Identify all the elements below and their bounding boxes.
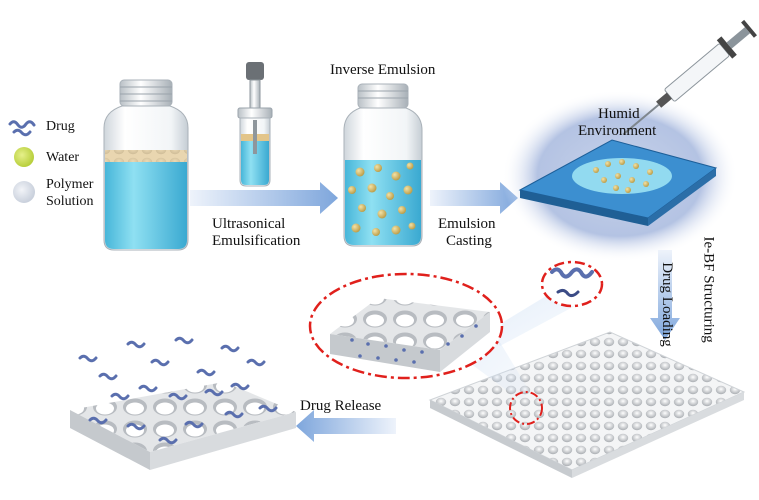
humid-label-line2: Environment <box>578 123 657 139</box>
step-drug-release: Drug Release <box>300 398 382 414</box>
step-casting-line2: Casting <box>446 233 492 249</box>
arrow-drug-release <box>296 410 396 442</box>
legend-drug-icon <box>8 120 36 137</box>
arrow-structuring-loading <box>650 250 680 340</box>
legend-polymer-icon <box>13 181 35 203</box>
step-structuring: Ie-BF Structuring <box>700 236 717 343</box>
porous-film <box>428 331 746 478</box>
arrow-casting <box>430 182 518 214</box>
legend-polymer-label-1: Polymer <box>46 177 94 192</box>
ultrasonic-probe-vial <box>237 62 273 187</box>
step-drug-loading: Drug Loading <box>658 262 675 347</box>
legend-water-label: Water <box>46 150 80 165</box>
step-casting-line1: Emulsion <box>438 216 496 232</box>
legend-drug-label: Drug <box>46 119 75 134</box>
water-droplets-on-film <box>593 159 653 193</box>
released-drug-molecules <box>78 336 278 445</box>
bottle-inverse-emulsion <box>343 83 423 247</box>
bottle-polymer-solution <box>103 79 189 251</box>
syringe-icon <box>622 19 757 136</box>
step-ultrasonic-line2: Emulsification <box>212 233 301 249</box>
emulsion-droplets <box>348 162 416 236</box>
legend-polymer-label-2: Solution <box>46 194 94 209</box>
step-ultrasonic-line1: Ultrasonical <box>212 216 286 232</box>
drug-release-film <box>70 336 296 470</box>
legend-water-icon <box>14 147 34 167</box>
step-inverse-emulsion: Inverse Emulsion <box>330 62 436 78</box>
zoom-pore-detail <box>308 272 504 380</box>
zoom-drug-detail <box>540 260 604 308</box>
zoom-ellipse-outline <box>308 272 504 380</box>
humid-environment <box>502 19 757 262</box>
arrow-ultrasonic <box>190 182 338 214</box>
film-selection-circle <box>509 391 543 425</box>
humid-label-line1: Humid <box>598 106 640 122</box>
